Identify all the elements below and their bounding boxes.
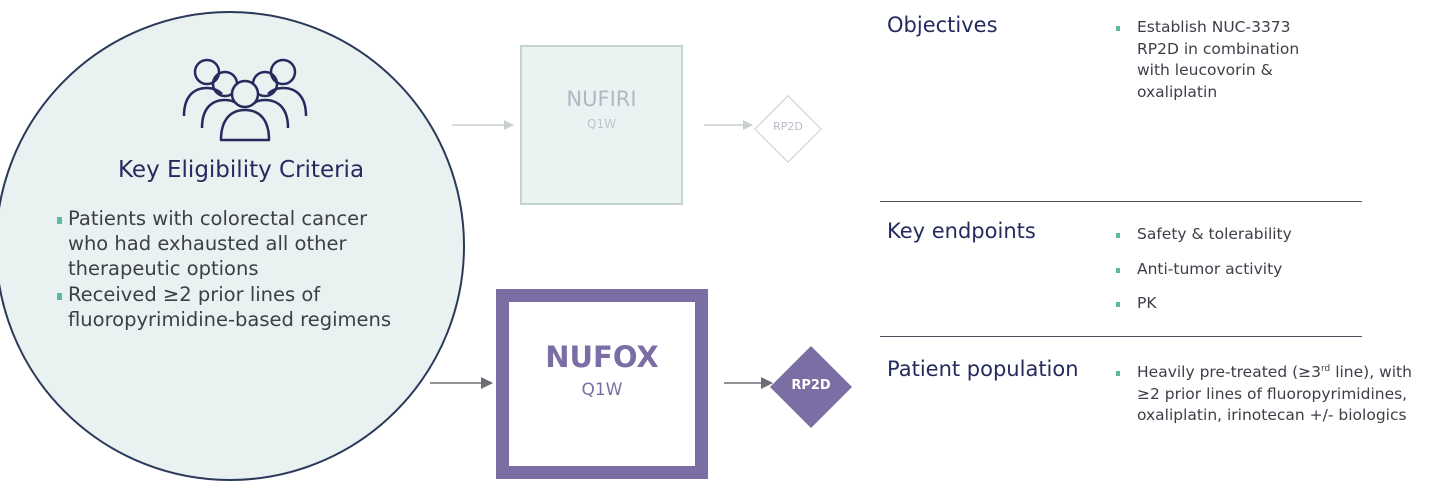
population-heading: Patient population <box>887 357 1079 381</box>
section-divider <box>880 201 1362 202</box>
population-item-prefix: Heavily pre-treated (≥3 <box>1137 363 1321 381</box>
nufox-rp2d-label: RP2D <box>791 378 831 393</box>
section-divider <box>880 336 1362 337</box>
nufox-arm-box: NUFOX Q1W <box>496 289 708 479</box>
population-list: Heavily pre-treated (≥3rd line), with ≥2… <box>1116 362 1428 427</box>
population-item-rest: line), with ≥2 prior lines of fluoropyri… <box>1137 363 1412 424</box>
patients-group-icon <box>182 58 308 142</box>
nufiri-rp2d-label: RP2D <box>773 120 803 133</box>
objectives-list: Establish NUC-3373 RP2D in combination w… <box>1116 17 1316 103</box>
eligibility-title: Key Eligibility Criteria <box>118 157 365 183</box>
criteria-item: Patients with colorectal cancer who had … <box>57 206 397 281</box>
nufiri-arm-box: NUFIRI Q1W <box>520 45 683 205</box>
endpoints-list: Safety & tolerability Anti-tumor activit… <box>1116 224 1376 328</box>
endpoints-item: PK <box>1116 293 1376 315</box>
nufox-arm-schedule: Q1W <box>581 380 623 400</box>
endpoints-item: Anti-tumor activity <box>1116 259 1376 281</box>
population-item-sup: rd <box>1321 363 1331 374</box>
eligibility-criteria-list: Patients with colorectal cancer who had … <box>57 206 397 333</box>
population-item: Heavily pre-treated (≥3rd line), with ≥2… <box>1116 362 1428 427</box>
endpoints-item: Safety & tolerability <box>1116 224 1376 246</box>
nufiri-arm-name: NUFIRI <box>566 87 637 111</box>
nufiri-arm-schedule: Q1W <box>587 117 616 131</box>
objectives-item: Establish NUC-3373 RP2D in combination w… <box>1116 17 1316 103</box>
criteria-item: Received ≥2 prior lines of fluoropyrimid… <box>57 282 397 332</box>
objectives-heading: Objectives <box>887 13 998 37</box>
nufox-arm-name: NUFOX <box>545 340 659 374</box>
endpoints-heading: Key endpoints <box>887 219 1036 243</box>
